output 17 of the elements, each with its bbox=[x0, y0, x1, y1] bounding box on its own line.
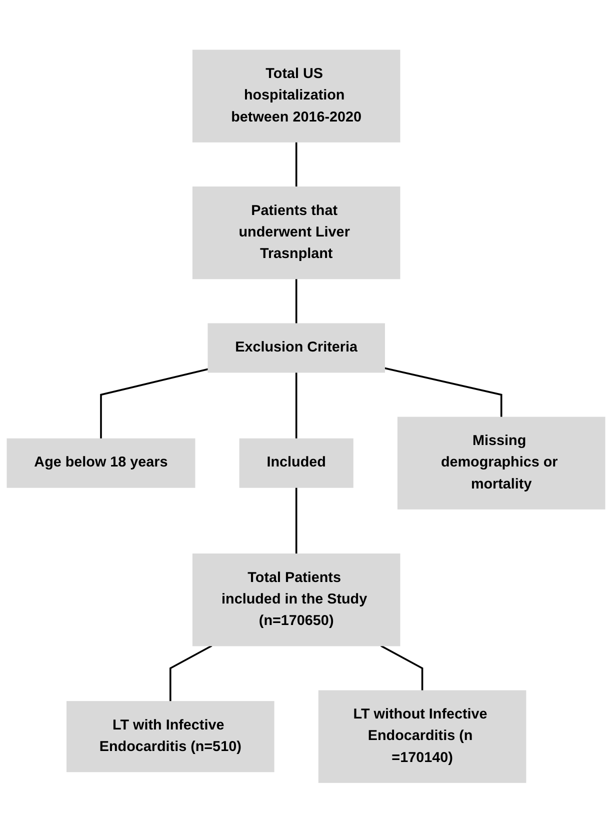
node-box: Age below 18 years bbox=[6, 438, 196, 488]
connector bbox=[384, 366, 502, 417]
connector bbox=[169, 644, 212, 702]
node-box: LT with Infective Endocarditis (n=510) bbox=[66, 700, 274, 772]
node-box: Total US hospitalization between 2016-2020 bbox=[192, 49, 400, 142]
connector bbox=[295, 487, 298, 554]
node-box: Total Patients included in the Study (n=170650) bbox=[192, 553, 400, 646]
node-box: Included bbox=[239, 438, 354, 488]
node-box: Patients that underwent Liver Trasnplant bbox=[192, 186, 400, 279]
connector bbox=[100, 368, 208, 438]
node-box: Exclusion Criteria bbox=[208, 322, 385, 372]
node-box: Missing demographics or mortality bbox=[397, 416, 606, 510]
connector bbox=[295, 372, 298, 438]
connector bbox=[295, 278, 298, 324]
connector bbox=[295, 142, 298, 187]
connector bbox=[380, 644, 424, 690]
node-box: LT without Infective Endocarditis (n =170140) bbox=[318, 690, 526, 783]
